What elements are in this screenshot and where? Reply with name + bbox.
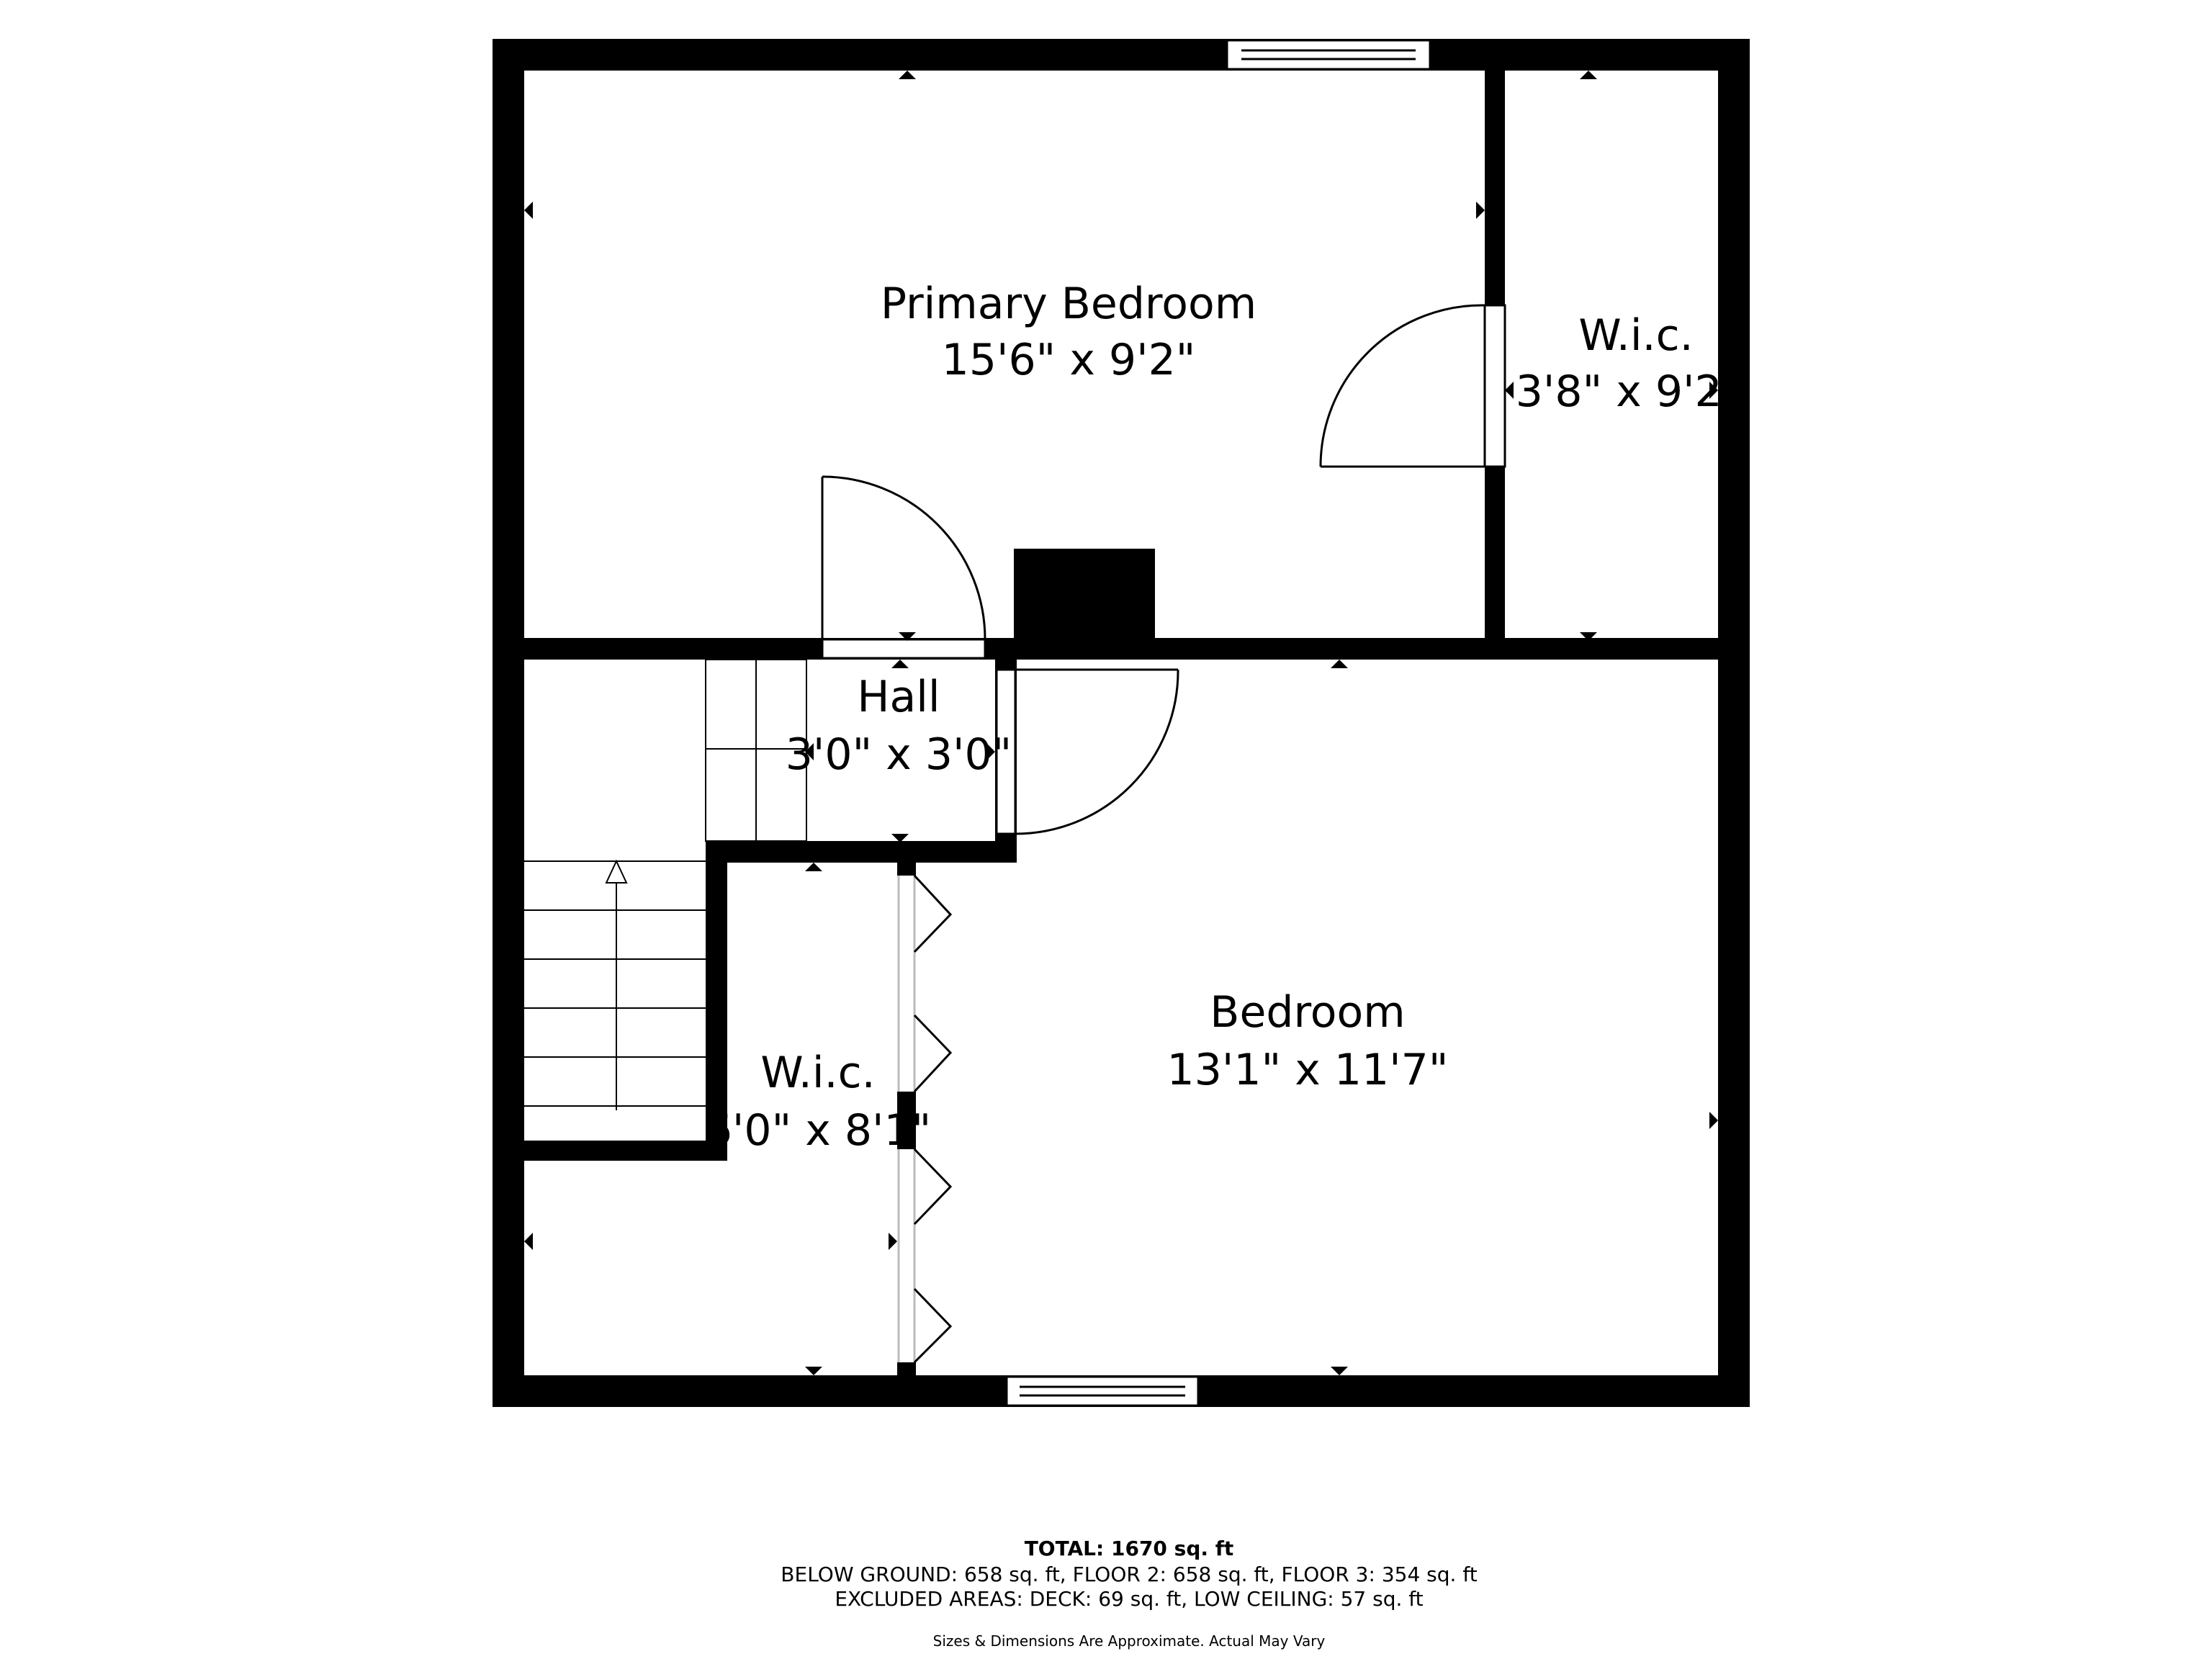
wall-hall-bottom [709, 841, 1017, 863]
windows [1005, 39, 1431, 1407]
room-dims-wic-left: 6'0" x 8'1" [705, 1105, 932, 1156]
wall-top [493, 39, 1750, 71]
room-name-hall: Hall [857, 672, 940, 722]
room-labels: Primary Bedroom 15'6" x 9'2" W.i.c. 3'8"… [705, 279, 1743, 1156]
area-summary: TOTAL: 1670 sq. ft BELOW GROUND: 658 sq.… [781, 1537, 1477, 1650]
disclaimer: Sizes & Dimensions Are Approximate. Actu… [933, 1632, 1326, 1650]
room-name-bedroom: Bedroom [1210, 987, 1405, 1038]
chimney [1014, 549, 1155, 641]
area-excluded: EXCLUDED AREAS: DECK: 69 sq. ft, LOW CEI… [835, 1587, 1423, 1611]
door-primary-bedroom [821, 475, 986, 660]
room-dims-bedroom: 13'1" x 11'7" [1167, 1045, 1449, 1095]
door-closet-right [1319, 304, 1506, 468]
area-total: TOTAL: 1670 sq. ft [1025, 1537, 1234, 1560]
area-breakdown: BELOW GROUND: 658 sq. ft, FLOOR 2: 658 s… [781, 1563, 1477, 1586]
room-dims-primary-bedroom: 15'6" x 9'2" [942, 335, 1196, 385]
wall-stair-bottom [493, 1141, 727, 1161]
room-name-wic-left: W.i.c. [760, 1048, 875, 1098]
room-name-wic-right: W.i.c. [1578, 310, 1693, 361]
wall-partition-mid [897, 1092, 916, 1149]
wall-middle-horizontal [493, 638, 1750, 660]
wall-stair-right [706, 841, 727, 1159]
room-dims-hall: 3'0" x 3'0" [786, 729, 1012, 780]
dimension-markers [524, 71, 1718, 1375]
stairs [524, 659, 807, 1110]
wall-left [493, 39, 524, 1407]
room-dims-wic-right: 3'8" x 9'2" [1516, 367, 1743, 417]
window-bottom [1005, 1375, 1200, 1407]
window-top [1226, 39, 1431, 71]
doors [821, 304, 1506, 1364]
walls [493, 39, 1750, 1407]
wall-right [1718, 39, 1750, 1407]
door-bedroom [995, 668, 1179, 835]
wall-partition-bottom [897, 1362, 916, 1378]
wall-partition-top [897, 863, 916, 876]
room-name-primary-bedroom: Primary Bedroom [881, 279, 1256, 329]
bifold-doors [897, 874, 953, 1364]
